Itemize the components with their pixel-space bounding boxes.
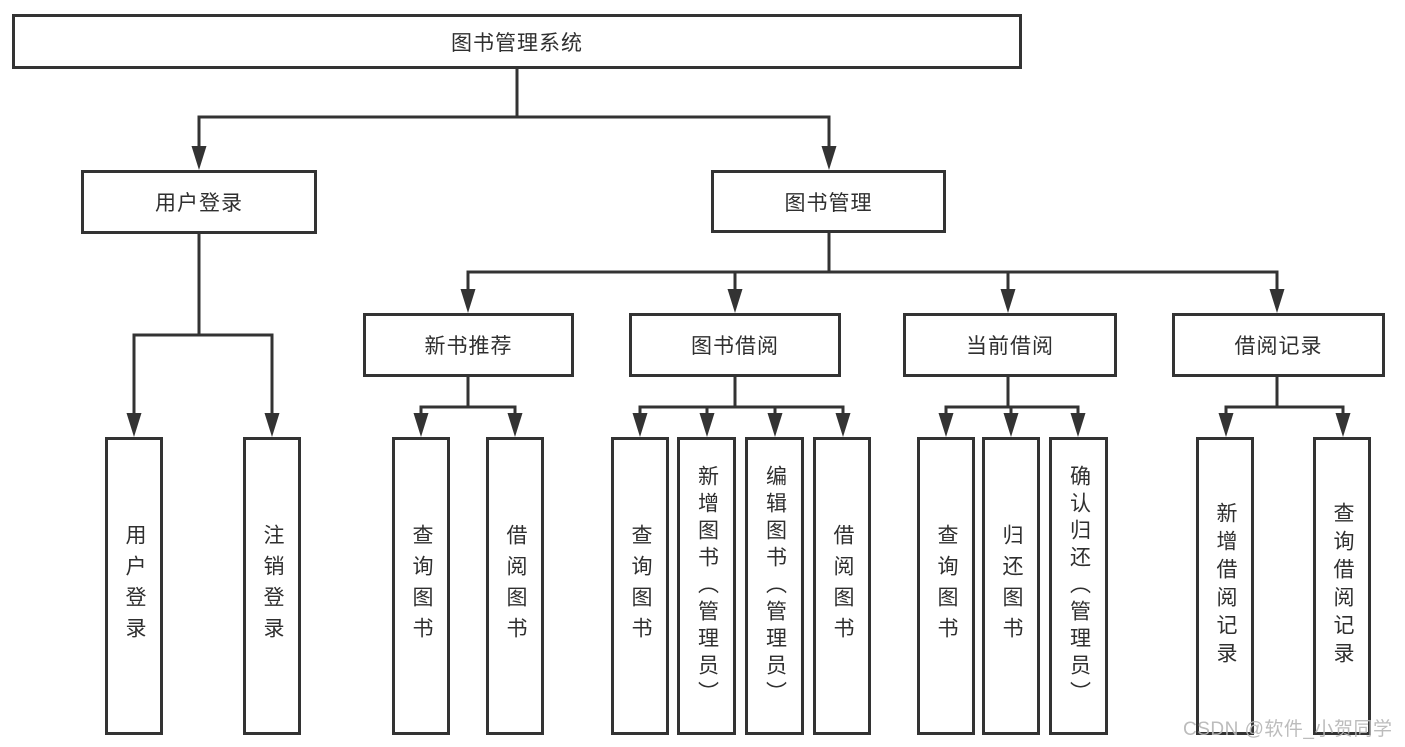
node-current-borrow: 当前借阅 bbox=[903, 313, 1117, 377]
leaf-confirm-return-admin: 确认归还（管理员） bbox=[1049, 437, 1108, 735]
node-borrow-records: 借阅记录 bbox=[1172, 313, 1385, 377]
leaf-add-borrow-record: 新增借阅记录 bbox=[1196, 437, 1254, 735]
leaf-query-books-current: 查询图书 bbox=[917, 437, 975, 735]
node-book-management: 图书管理 bbox=[711, 170, 946, 233]
leaf-user-login: 用户登录 bbox=[105, 437, 163, 735]
leaf-borrow-books-recommend: 借阅图书 bbox=[486, 437, 544, 735]
node-library-system: 图书管理系统 bbox=[12, 14, 1022, 69]
node-new-book-recommend: 新书推荐 bbox=[363, 313, 574, 377]
leaf-logout: 注销登录 bbox=[243, 437, 301, 735]
node-book-borrow: 图书借阅 bbox=[629, 313, 841, 377]
watermark: CSDN @软件_小贺同学 bbox=[1183, 719, 1393, 740]
leaf-query-books-borrow: 查询图书 bbox=[611, 437, 669, 735]
leaf-return-books: 归还图书 bbox=[982, 437, 1040, 735]
leaf-query-books-recommend: 查询图书 bbox=[392, 437, 450, 735]
leaf-query-borrow-record: 查询借阅记录 bbox=[1313, 437, 1371, 735]
leaf-add-book-admin: 新增图书（管理员） bbox=[677, 437, 736, 735]
leaf-edit-book-admin: 编辑图书（管理员） bbox=[745, 437, 804, 735]
leaf-borrow-books: 借阅图书 bbox=[813, 437, 871, 735]
node-user-login: 用户登录 bbox=[81, 170, 317, 234]
